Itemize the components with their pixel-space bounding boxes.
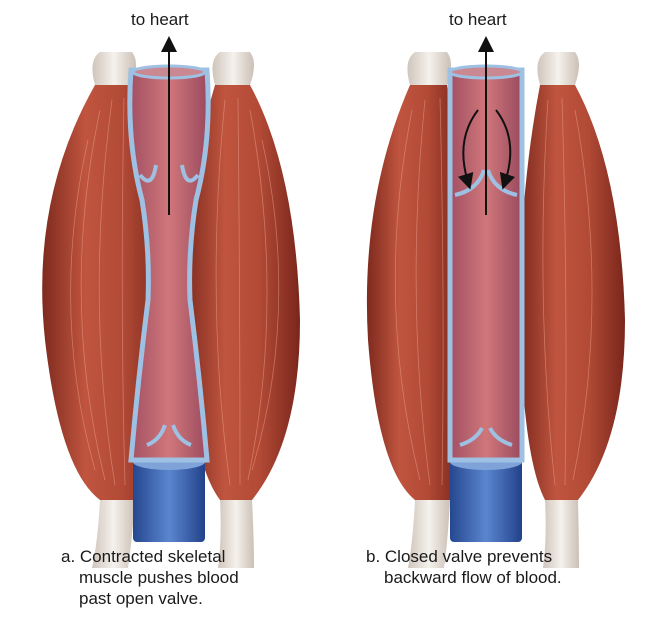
panel-a-caption-line-1: a. Contracted skeletal [61, 546, 239, 567]
panel-b-caption-line-1: b. Closed valve prevents [366, 546, 562, 567]
panel-b-right-muscle [520, 52, 625, 568]
panel-a-caption-line-3: past open valve. [61, 588, 239, 609]
panel-a-illustration [42, 44, 300, 568]
panel-b-illustration [367, 44, 625, 568]
panel-b-caption-line-2: backward flow of blood. [366, 567, 562, 588]
panel-b-caption: b. Closed valve prevents backward flow o… [366, 546, 562, 588]
panel-a-caption-line-2: muscle pushes blood [61, 567, 239, 588]
panel-a-caption: a. Contracted skeletal muscle pushes blo… [61, 546, 239, 609]
panel-b-left-muscle [367, 52, 460, 568]
